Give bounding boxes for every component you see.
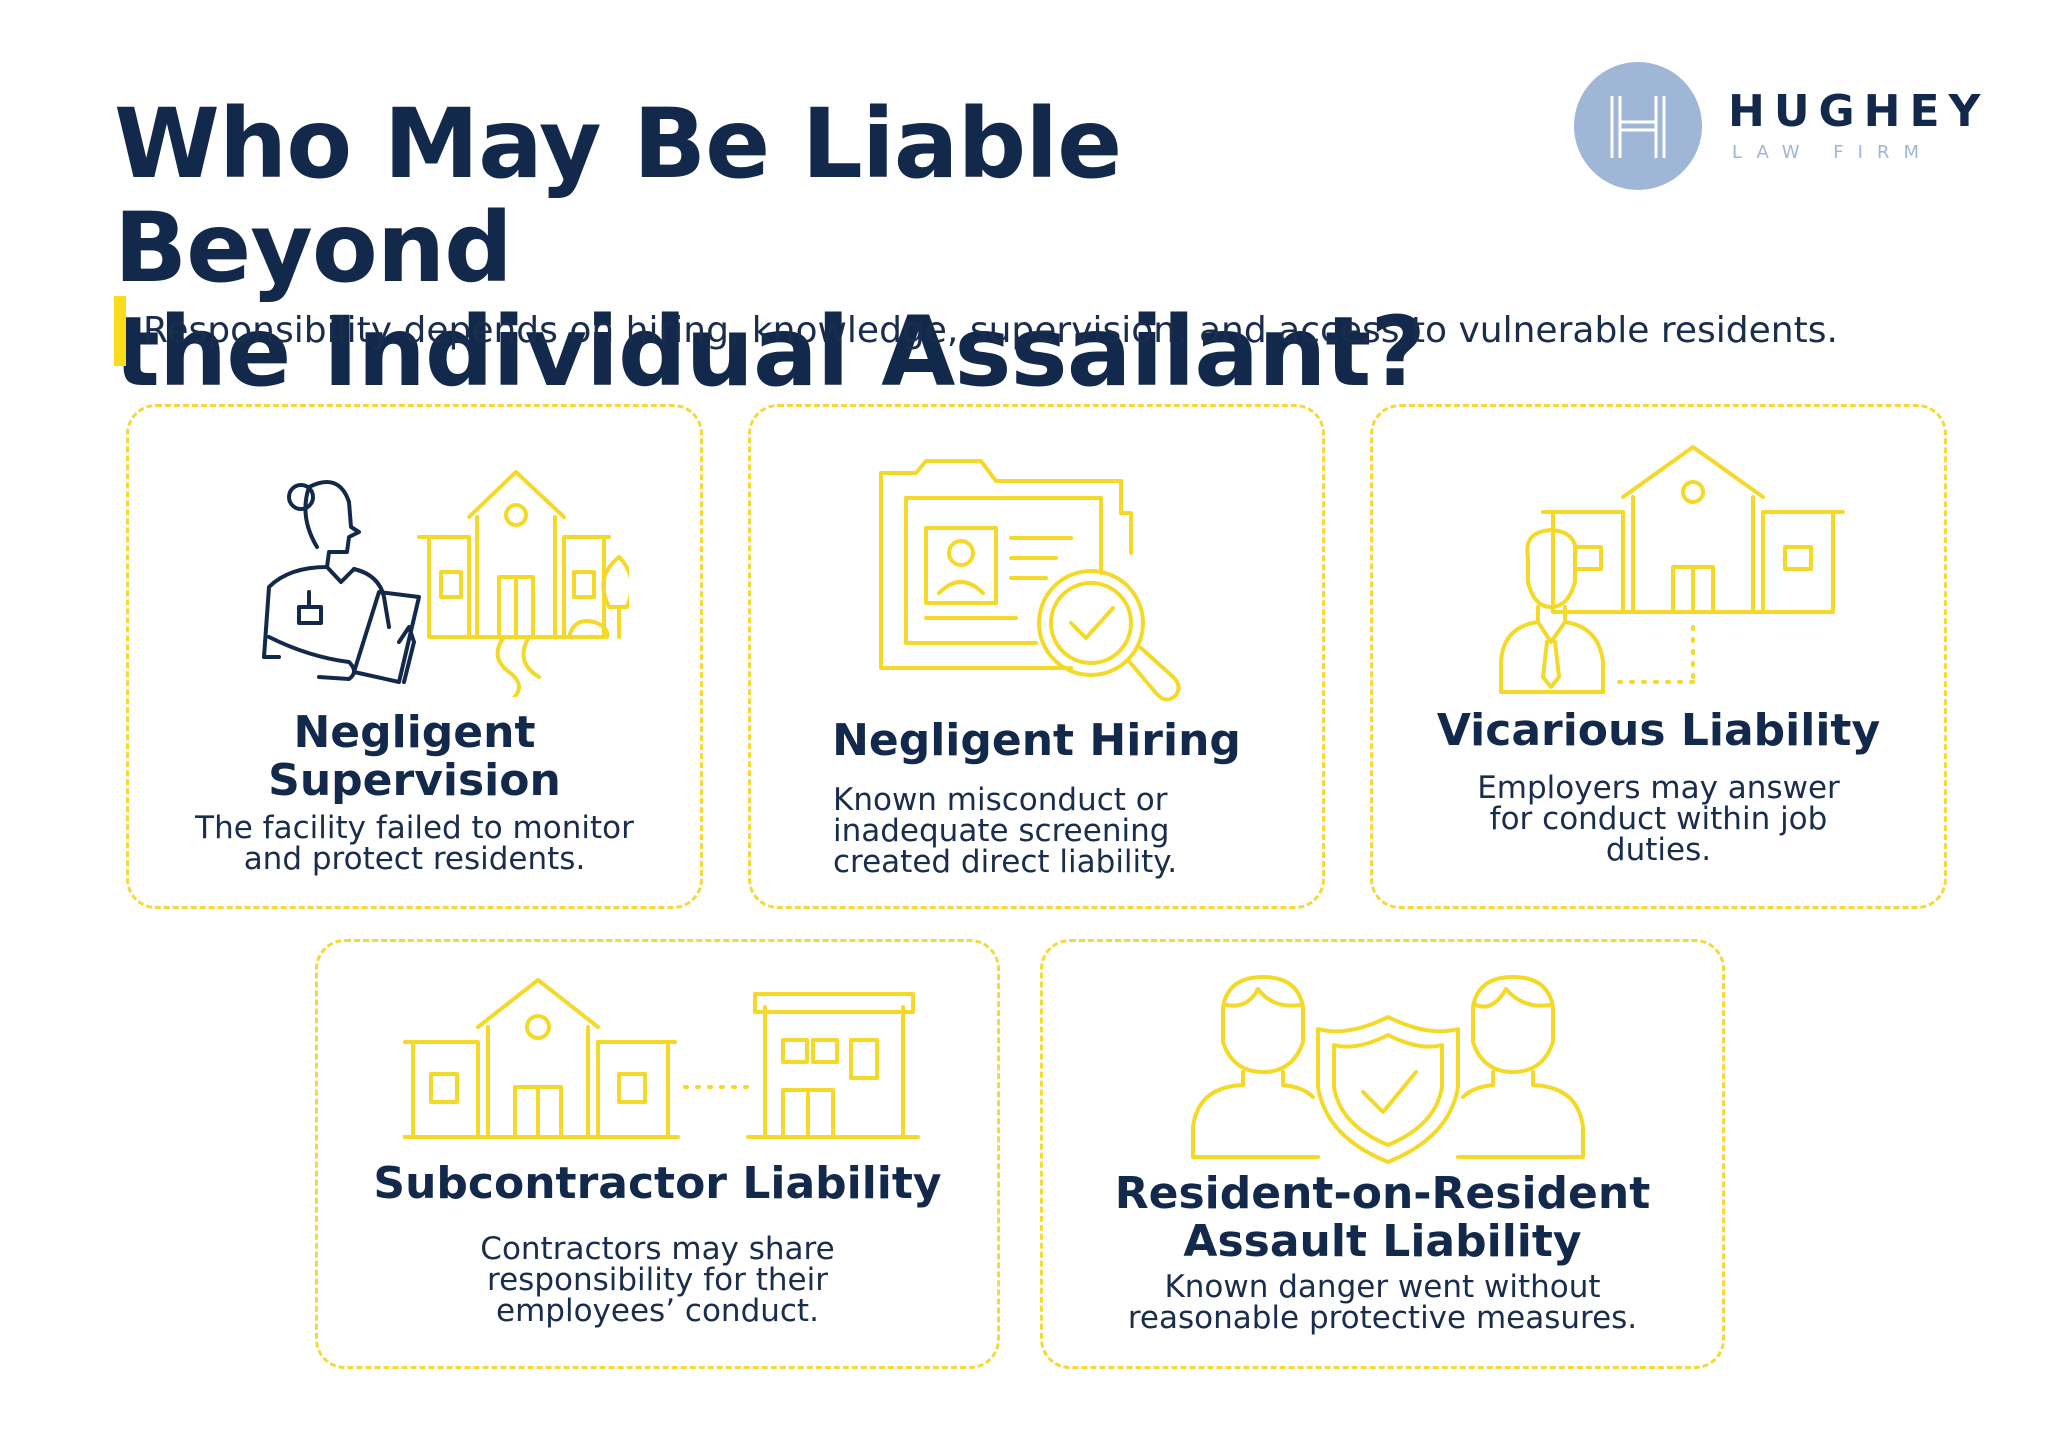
card-desc-line: Known misconduct or bbox=[833, 782, 1168, 818]
background-check-icon bbox=[879, 459, 1181, 702]
card-vicarious-liability: Vicarious Liability Employers may answer… bbox=[1370, 404, 1947, 909]
title-line-1: Who May Be Liable Beyond bbox=[114, 88, 1122, 304]
facility-contractor-icon bbox=[403, 978, 920, 1139]
card-description: Known misconduct or inadequate screening… bbox=[751, 785, 1322, 878]
card-desc-line: and protect residents. bbox=[243, 841, 586, 877]
employee-employer-icon bbox=[1499, 445, 1845, 694]
card-resident-assault-liability: Resident-on-Resident Assault Liability K… bbox=[1040, 939, 1725, 1369]
card-title: Negligent Hiring bbox=[832, 715, 1241, 766]
card-description: Employers may answer for conduct within … bbox=[1373, 773, 1944, 866]
card-desc-line: Employers may answer bbox=[1477, 770, 1840, 806]
card-desc-line: for conduct within job bbox=[1489, 801, 1828, 837]
logo-monogram-icon bbox=[1574, 62, 1702, 190]
card-desc-line: Known danger went without bbox=[1164, 1269, 1601, 1305]
logo-name: HUGHEY bbox=[1728, 86, 1990, 137]
card-description: Known danger went without reasonable pro… bbox=[1043, 1272, 1722, 1334]
card-desc-line: duties. bbox=[1605, 832, 1712, 868]
card-title-line: Assault Liability bbox=[1183, 1216, 1582, 1267]
card-title: Vicarious Liability bbox=[1436, 705, 1881, 756]
logo-subtitle: LAW FIRM bbox=[1732, 142, 1933, 163]
firm-logo: HUGHEY LAW FIRM bbox=[1574, 62, 2054, 192]
residents-shield-icon bbox=[1191, 975, 1585, 1164]
card-desc-line: employees’ conduct. bbox=[496, 1293, 819, 1329]
card-negligent-supervision: Negligent Supervision The facility faile… bbox=[126, 404, 703, 909]
card-title-line: Negligent bbox=[293, 707, 536, 758]
card-title: Resident-on-Resident Assault Liability bbox=[1043, 1170, 1722, 1266]
card-desc-line: Contractors may share bbox=[480, 1231, 835, 1267]
card-title-line: Supervision bbox=[268, 755, 561, 806]
card-desc-line: inadequate screening bbox=[833, 813, 1170, 849]
card-title-line: Resident-on-Resident bbox=[1114, 1168, 1651, 1219]
caregiver-facility-icon bbox=[262, 470, 629, 697]
card-title: Subcontractor Liability bbox=[373, 1158, 942, 1209]
card-desc-line: The facility failed to monitor bbox=[195, 810, 634, 846]
card-negligent-hiring: Negligent Hiring Known misconduct or ina… bbox=[748, 404, 1325, 909]
card-title: Negligent Supervision bbox=[129, 709, 700, 805]
card-desc-line: created direct liability. bbox=[833, 844, 1178, 880]
card-description: Contractors may share responsibility for… bbox=[318, 1234, 997, 1327]
card-description: The facility failed to monitor and prote… bbox=[129, 813, 700, 875]
page-title: Who May Be Liable Beyond the Individual … bbox=[114, 92, 1514, 404]
card-desc-line: responsibility for their bbox=[487, 1262, 828, 1298]
title-line-2: the Individual Assailant? bbox=[114, 296, 1426, 408]
subtitle-accent-bar bbox=[114, 296, 126, 366]
card-subcontractor-liability: Subcontractor Liability Contractors may … bbox=[315, 939, 1000, 1369]
page-subtitle: Responsibility depends on hiring, knowle… bbox=[143, 310, 1838, 351]
card-desc-line: reasonable protective measures. bbox=[1127, 1300, 1638, 1336]
